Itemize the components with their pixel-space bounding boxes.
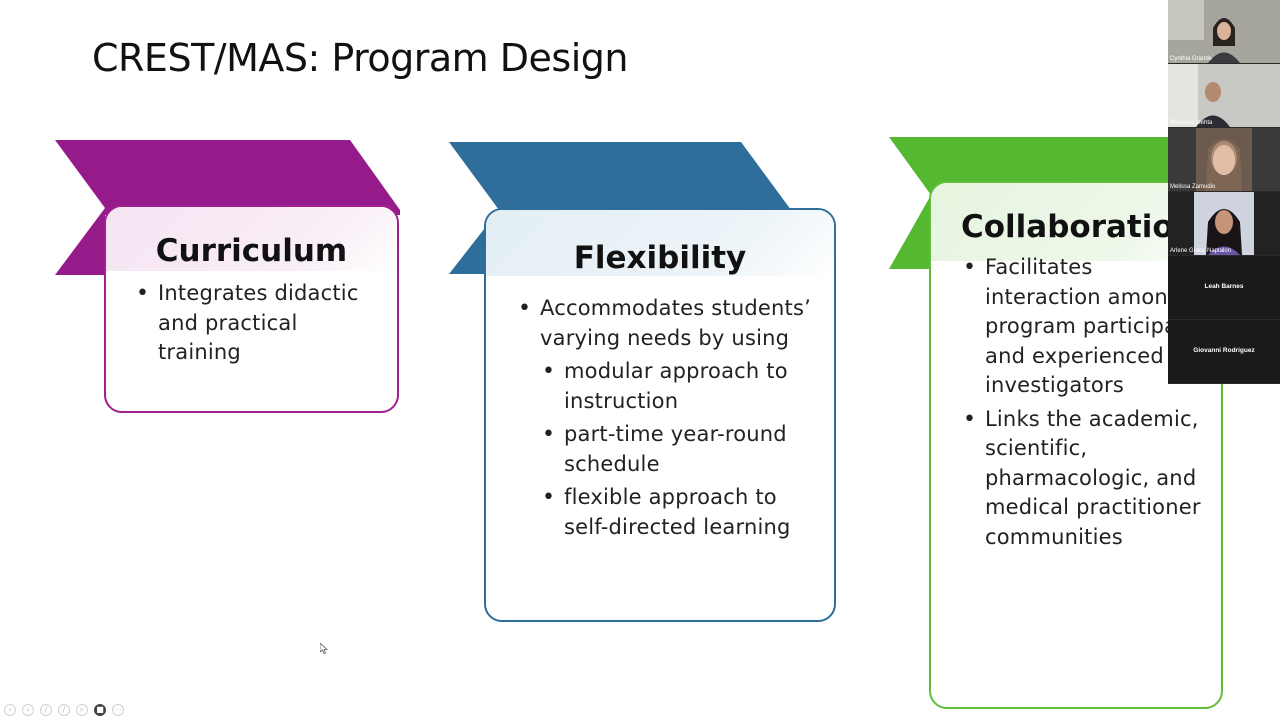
participant-name: Giovanni Rodriguez [1193,347,1255,354]
flexibility-sub-bullet: part-time year-round schedule [540,420,818,479]
forward-icon[interactable]: › [22,704,34,716]
participant-video [1168,128,1280,191]
participant-video [1168,0,1280,63]
highlighter-icon[interactable]: ∕ [58,704,70,716]
zoom-icon[interactable]: ⌕ [76,704,88,716]
flexibility-sub-bullet: flexible approach to self-directed learn… [540,483,818,542]
participants-panel: Cynthia Grande Ravindra Mehta Melissa Za… [1168,0,1280,384]
participant-tile[interactable]: Arlene Grace Naptalon [1168,192,1280,256]
participant-tile[interactable]: Leah Barnes [1168,256,1280,320]
presenter-toolbar: ‹ › / ∕ ⌕ ■ ⋯ [4,703,124,717]
participant-video [1168,192,1280,255]
collaboration-heading: Collaboration [961,209,1196,245]
participant-tile[interactable]: Melissa Zamudio [1168,128,1280,192]
slide-title: CREST/MAS: Program Design [92,36,628,80]
back-icon[interactable]: ‹ [4,704,16,716]
mouse-cursor-icon [320,643,328,654]
more-icon[interactable]: ⋯ [112,704,124,716]
pen-icon[interactable]: / [40,704,52,716]
collaboration-bullet: Links the academic, scientific, pharmaco… [961,405,1211,553]
participant-tile[interactable]: Giovanni Rodriguez [1168,320,1280,384]
participant-tile[interactable]: Ravindra Mehta [1168,64,1280,128]
participant-name: Leah Barnes [1204,283,1244,290]
flexibility-heading: Flexibility [573,240,747,276]
camera-icon[interactable]: ■ [94,704,106,716]
participant-name: Cynthia Grande [1170,56,1213,62]
participant-name: Arlene Grace Naptalon [1170,248,1232,254]
flexibility-card: Flexibility Accommodates students’ varyi… [484,208,836,622]
participant-name: Ravindra Mehta [1170,120,1213,126]
participant-name: Melissa Zamudio [1170,184,1216,190]
curriculum-card: Curriculum Integrates didactic and pract… [104,205,399,413]
flexibility-bullet: Accommodates students’ varying needs by … [516,294,818,353]
flexibility-sub-bullet: modular approach to instruction [540,357,818,416]
curriculum-bullet: Integrates didactic and practical traini… [134,279,379,368]
participant-video [1168,64,1280,127]
curriculum-heading: Curriculum [155,233,348,269]
participant-tile[interactable]: Cynthia Grande [1168,0,1280,64]
